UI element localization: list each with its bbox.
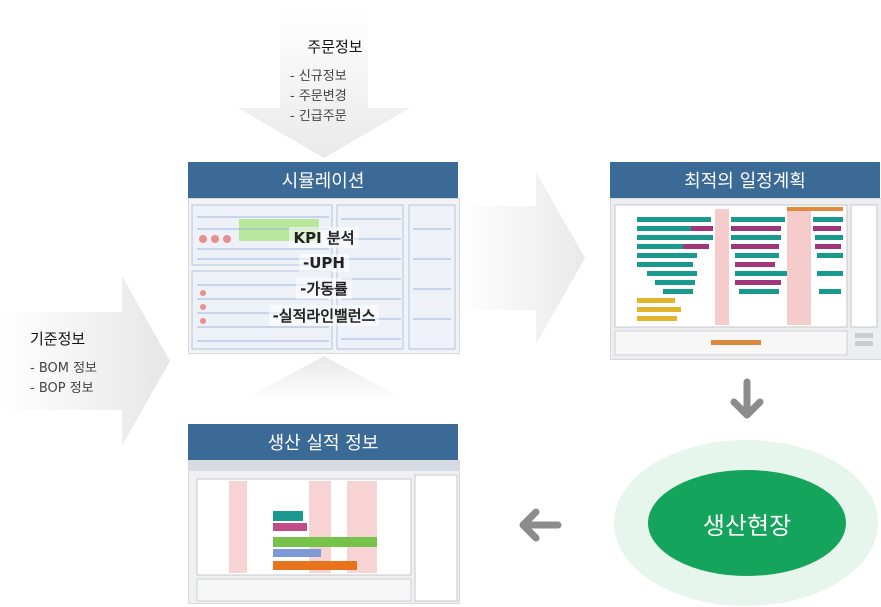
order-info-title: 주문정보: [307, 38, 363, 56]
kpi-item: -UPH: [299, 253, 349, 272]
schedule-title: 최적의 일정계획: [610, 162, 880, 198]
kpi-list: KPI 분석 -UPH -가동률 -실적라인밸런스: [189, 199, 459, 353]
order-info-item: - 신규정보: [290, 69, 347, 84]
base-info-block: 기준정보 - BOM 정보 - BOP 정보: [30, 328, 130, 399]
left-arrow-icon: [519, 508, 562, 542]
production-screenshot: [188, 460, 460, 604]
simulation-screenshot: KPI 분석 -UPH -가동률 -실적라인밸런스: [188, 198, 460, 354]
kpi-item: -가동률: [296, 277, 352, 299]
simulation-to-schedule-arrow: [460, 172, 585, 344]
simulation-title: 시뮬레이션: [188, 162, 458, 198]
order-info-item: - 주문변경: [290, 89, 347, 104]
base-info-item: - BOP 정보: [30, 381, 94, 396]
production-gantt-image: [189, 461, 459, 602]
base-input-arrow: [0, 276, 170, 446]
schedule-screenshot: [610, 198, 881, 360]
gantt-chart-image: [614, 204, 878, 356]
order-input-arrow: [238, 10, 410, 158]
order-info-item: - 긴급주문: [290, 109, 347, 124]
order-info-block: 주문정보 - 신규정보 - 주문변경 - 긴급주문: [290, 36, 380, 127]
base-info-title: 기준정보: [30, 330, 86, 348]
production-title: 생산 실적 정보: [188, 424, 458, 460]
kpi-title: KPI 분석: [289, 226, 359, 248]
kpi-item: -실적라인밸런스: [268, 304, 380, 326]
base-info-item: - BOM 정보: [30, 361, 98, 376]
down-arrow-icon: [730, 378, 764, 419]
feedback-up-arrow: [240, 356, 408, 402]
production-site-node: 생산현장: [648, 470, 846, 576]
